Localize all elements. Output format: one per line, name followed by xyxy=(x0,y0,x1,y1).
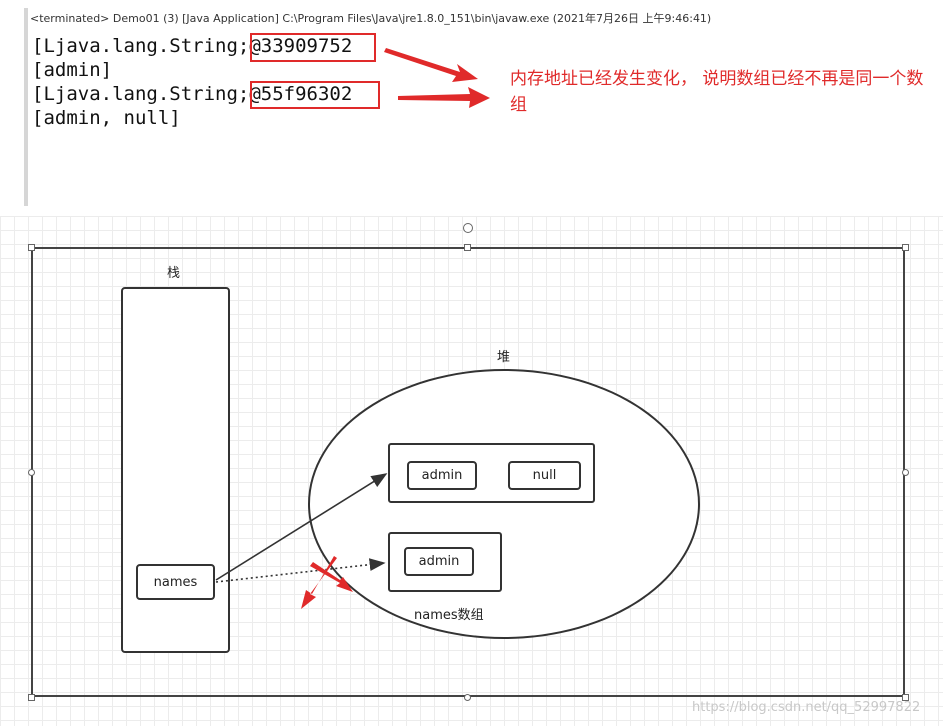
reference-arrow[interactable] xyxy=(215,473,388,581)
cross-mark xyxy=(301,556,353,609)
console-line: [Ljava.lang.String;@55f96302 xyxy=(32,83,353,105)
address-highlight-box xyxy=(250,81,380,109)
old-reference-arrow[interactable] xyxy=(215,558,386,583)
annotation-arrow xyxy=(398,87,490,108)
resize-handle[interactable] xyxy=(464,244,471,251)
console-line: [Ljava.lang.String;@33909752 xyxy=(32,35,353,57)
heap-ellipse[interactable] xyxy=(308,369,700,639)
array-element[interactable]: null xyxy=(508,461,581,490)
old-array-label: names数组 xyxy=(414,608,484,623)
array-element-label: admin xyxy=(418,554,460,569)
names-variable-box[interactable]: names xyxy=(136,564,215,600)
rotate-handle[interactable] xyxy=(463,223,473,233)
resize-handle[interactable] xyxy=(902,694,909,701)
annotation-text: 内存地址已经发生变化， 说明数组已经不再是同一个数组 xyxy=(510,69,924,115)
resize-handle[interactable] xyxy=(902,244,909,251)
names-variable-label: names xyxy=(153,574,198,590)
console-line: [admin] xyxy=(32,59,113,81)
stack-label: 栈 xyxy=(167,266,181,281)
annotation-arrow xyxy=(384,48,478,82)
array-element-label: null xyxy=(532,468,557,483)
resize-handle[interactable] xyxy=(464,694,471,701)
resize-handle[interactable] xyxy=(28,694,35,701)
resize-handle[interactable] xyxy=(28,244,35,251)
resize-handle[interactable] xyxy=(28,469,35,476)
console-header: <terminated> Demo01 (3) [Java Applicatio… xyxy=(30,12,712,25)
console-scroll-gutter xyxy=(24,8,28,206)
address-highlight-box xyxy=(250,33,376,62)
array-element[interactable]: admin xyxy=(407,461,477,490)
array-element[interactable]: admin xyxy=(404,547,474,576)
console-line: [admin, null] xyxy=(32,107,181,129)
resize-handle[interactable] xyxy=(902,469,909,476)
heap-label: 堆 xyxy=(497,350,511,365)
console-panel: <terminated> Demo01 (3) [Java Applicatio… xyxy=(0,0,943,210)
watermark: https://blog.csdn.net/qq_52997822 xyxy=(692,700,921,715)
array-element-label: admin xyxy=(421,468,463,483)
